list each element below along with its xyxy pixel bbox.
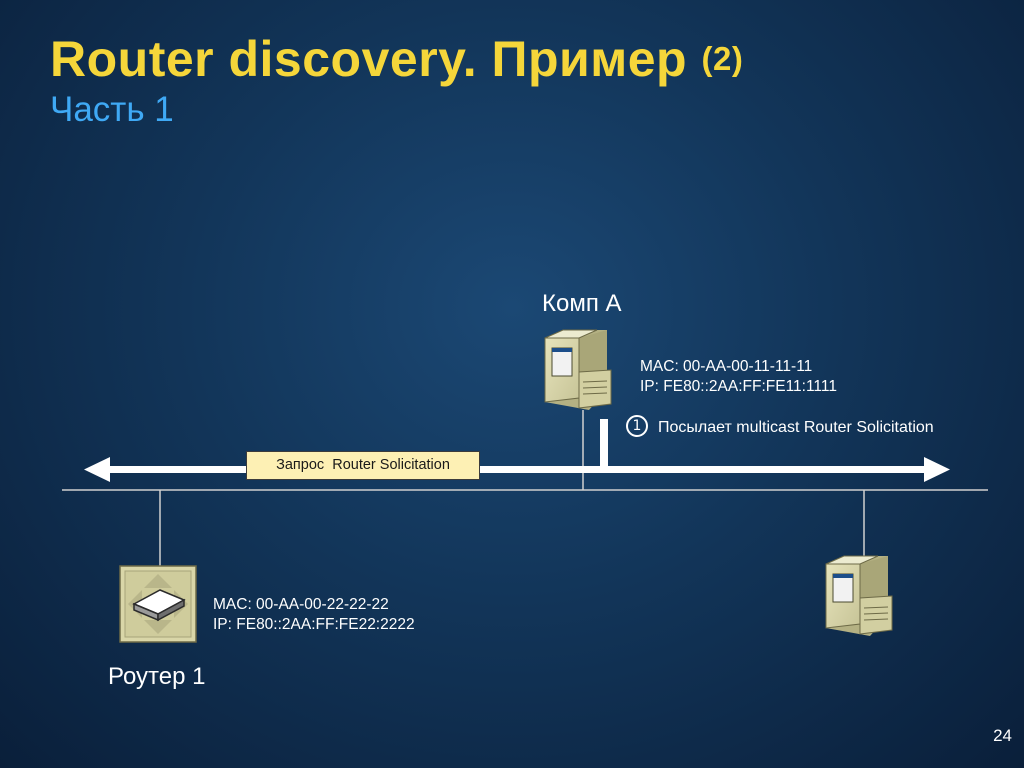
step-number-marker: 1 [626, 415, 648, 437]
slide-title-main: Router discovery. Пример [50, 31, 688, 87]
router-label: Роутер 1 [108, 663, 206, 690]
router-address-info: MAC: 00-AA-00-22-22-22 IP: FE80::2AA:FF:… [213, 595, 415, 635]
router-ip: IP: FE80::2AA:FF:FE22:2222 [213, 616, 415, 633]
step-1-annotation: 1 Посылает multicast Router Solicitation [626, 415, 934, 437]
step-description: Посылает multicast Router Solicitation [658, 418, 934, 436]
router-solicitation-packet-label: Запрос Router Solicitation [246, 451, 480, 480]
router-icon [119, 565, 197, 643]
comp-a-computer-icon [544, 329, 612, 410]
router-mac: MAC: 00-AA-00-22-22-22 [213, 596, 389, 613]
slide-title: Router discovery. Пример (2) [50, 30, 743, 88]
comp-a-address-info: MAC: 00-AA-00-11-11-11 IP: FE80::2AA:FF:… [640, 357, 837, 397]
multicast-arrow [84, 419, 950, 482]
slide-title-number: (2) [701, 40, 744, 77]
slide-page-number: 24 [993, 726, 1012, 745]
slide-subtitle: Часть 1 [50, 90, 174, 129]
host-computer-icon [825, 555, 893, 636]
comp-a-mac: MAC: 00-AA-00-11-11-11 [640, 358, 813, 375]
comp-a-ip: IP: FE80::2AA:FF:FE11:1111 [640, 378, 837, 395]
comp-a-label: Комп А [542, 290, 622, 317]
